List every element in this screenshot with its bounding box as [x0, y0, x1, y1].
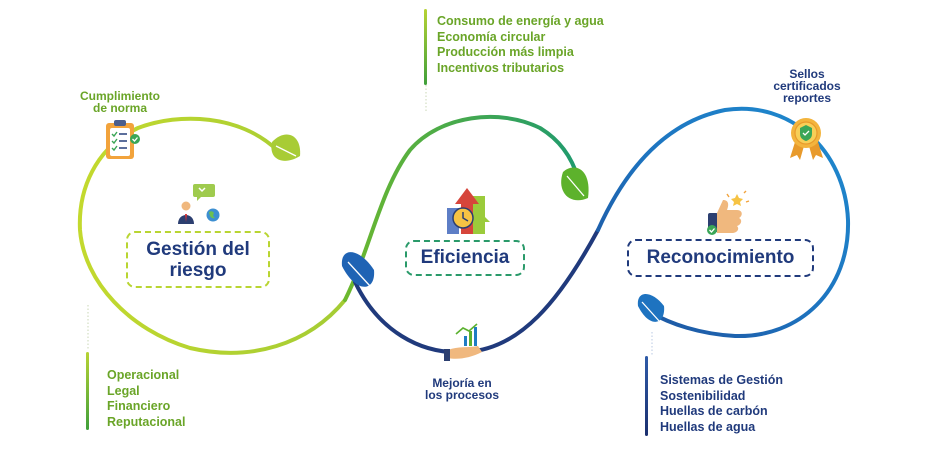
advisor-icon [178, 184, 220, 224]
list-item: Economía circular [437, 29, 546, 44]
gestion-del-riesgo-label: Gestión del riesgo [126, 231, 270, 288]
list-item: Huellas de carbón [660, 404, 768, 418]
list-item: Sistemas de Gestión [660, 373, 783, 387]
list-item: Sostenibilidad [660, 388, 746, 403]
reconocimiento-label: Reconocimiento [627, 239, 814, 277]
list-item: Operacional [107, 368, 180, 382]
loop-reconocimiento [596, 106, 851, 339]
list-item: Incentivos tributarios [437, 60, 565, 75]
list-item: Huellas de agua [660, 419, 756, 434]
loop-eficiencia-top [343, 114, 580, 302]
thumbs-up-icon [707, 190, 750, 235]
list-item: Legal [107, 383, 140, 398]
leaf-icon [637, 294, 665, 323]
clock-growth-icon [447, 188, 490, 234]
list-item: Consumo de energía y agua [437, 14, 604, 28]
reconocimiento-caption: Sellos certificados reportes [773, 67, 841, 105]
eficiencia-bottom-caption: Mejoría en los procesos [424, 376, 500, 402]
list-item: Financiero [107, 399, 171, 413]
leaf-icon [341, 252, 375, 287]
list-item: Reputacional [107, 414, 186, 429]
gestion-list-bar [86, 352, 89, 430]
growth-hand-icon [444, 323, 482, 361]
loop-gestion [77, 116, 347, 355]
leaf-icon [561, 167, 589, 201]
leaf-icon [271, 134, 301, 161]
list-item: Producción más limpia [437, 45, 574, 59]
reconocimiento-list-bar [645, 356, 648, 436]
eficiencia-benefits-list: Consumo de energía y agua Economía circu… [437, 14, 604, 76]
clipboard-icon [106, 120, 140, 159]
reconocimiento-list: Sistemas de Gestión Sostenibilidad Huell… [660, 373, 783, 435]
eficiencia-list-bar [424, 9, 427, 85]
gestion-risks-list: Operacional Legal Financiero Reputaciona… [107, 368, 186, 430]
certificate-badge-icon [790, 118, 823, 160]
eficiencia-label: Eficiencia [405, 240, 525, 276]
gestion-caption: Cumplimiento de norma [80, 89, 160, 115]
